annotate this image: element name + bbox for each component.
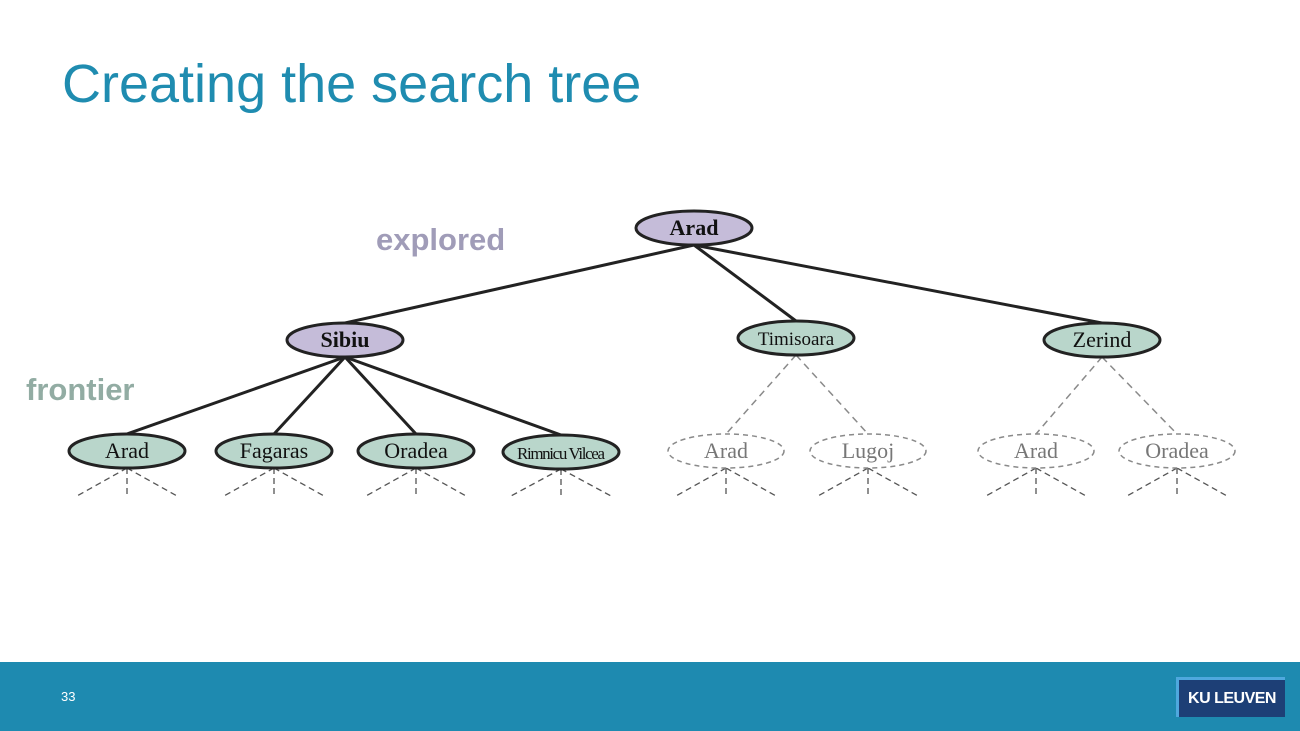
stub-arad_t-2 <box>725 467 777 497</box>
footer-bar: 33 KU LEUVEN <box>0 662 1300 731</box>
edge-sibiu-oradea_s <box>343 355 418 436</box>
tree-node-arad_root: Arad <box>634 209 754 247</box>
slide-title: Creating the search tree <box>62 54 642 114</box>
node-label: Oradea <box>384 438 448 463</box>
node-label: Arad <box>704 438 748 463</box>
node-label: Fagaras <box>240 438 308 463</box>
stub-lugoj-2 <box>867 467 919 497</box>
node-ellipse <box>977 433 1095 469</box>
node-label: Arad <box>670 215 719 240</box>
node-label: Zerind <box>1073 327 1132 352</box>
edge-timisoara-arad_t <box>725 354 797 435</box>
edge-timisoara-lugoj <box>795 354 869 435</box>
node-label: Sibiu <box>321 327 370 352</box>
edge-sibiu-fagaras <box>272 355 347 436</box>
node-label: Lugoj <box>842 438 895 463</box>
tree-node-rimnicu: Rimnicu Vilcea <box>501 433 621 471</box>
stub-arad_z-2 <box>1035 467 1087 497</box>
stub-oradea_z-0 <box>1126 467 1178 497</box>
node-ellipse <box>736 319 856 357</box>
node-ellipse <box>809 433 927 469</box>
stub-arad_s-0 <box>76 467 128 497</box>
edge-arad_root-sibiu <box>344 243 695 325</box>
page-number: 33 <box>61 689 76 704</box>
tree-node-zerind: Zerind <box>1042 321 1162 359</box>
tree-node-arad_t: Arad <box>667 433 785 469</box>
node-label: Timisoara <box>758 329 835 350</box>
node-ellipse <box>214 432 334 470</box>
leaf-stubs <box>76 467 1228 497</box>
edge-arad_root-timisoara <box>693 243 797 323</box>
node-ellipse <box>285 321 405 359</box>
node-ellipse <box>356 432 476 470</box>
node-label: Arad <box>1014 438 1058 463</box>
stub-rimnicu-2 <box>560 468 612 497</box>
node-ellipse <box>501 433 621 471</box>
stub-arad_t-0 <box>675 467 727 497</box>
node-label: Oradea <box>1145 438 1209 463</box>
explored-label: explored <box>376 222 506 257</box>
stub-arad_z-0 <box>985 467 1037 497</box>
stub-arad_s-2 <box>126 467 178 497</box>
tree-edges <box>126 243 1178 437</box>
edge-zerind-oradea_z <box>1101 356 1178 435</box>
node-ellipse <box>1042 321 1162 359</box>
node-ellipse <box>1118 433 1236 469</box>
stub-oradea_s-2 <box>415 467 467 497</box>
edge-zerind-arad_z <box>1035 356 1103 435</box>
tree-node-arad_z: Arad <box>977 433 1095 469</box>
node-ellipse <box>667 433 785 469</box>
tree-node-lugoj: Lugoj <box>809 433 927 469</box>
node-ellipse <box>67 432 187 470</box>
tree-node-sibiu: Sibiu <box>285 321 405 359</box>
stub-oradea_z-2 <box>1176 467 1228 497</box>
tree-node-oradea_z: Oradea <box>1118 433 1236 469</box>
edge-sibiu-rimnicu <box>344 355 562 437</box>
node-ellipse <box>634 209 754 247</box>
tree-node-timisoara: Timisoara <box>736 319 856 357</box>
frontier-label: frontier <box>26 372 135 407</box>
stub-oradea_s-0 <box>365 467 417 497</box>
edge-sibiu-arad_s <box>126 355 346 436</box>
tree-node-fagaras: Fagaras <box>214 432 334 470</box>
node-label: Arad <box>105 438 149 463</box>
tree-node-arad_s: Arad <box>67 432 187 470</box>
edge-arad_root-zerind <box>693 243 1103 325</box>
stub-rimnicu-0 <box>510 468 562 497</box>
stub-lugoj-0 <box>817 467 869 497</box>
tree-node-oradea_s: Oradea <box>356 432 476 470</box>
ku-leuven-logo: KU LEUVEN <box>1176 677 1285 717</box>
stub-fagaras-2 <box>273 467 325 497</box>
stub-fagaras-0 <box>223 467 275 497</box>
node-label: Rimnicu Vilcea <box>517 444 605 463</box>
